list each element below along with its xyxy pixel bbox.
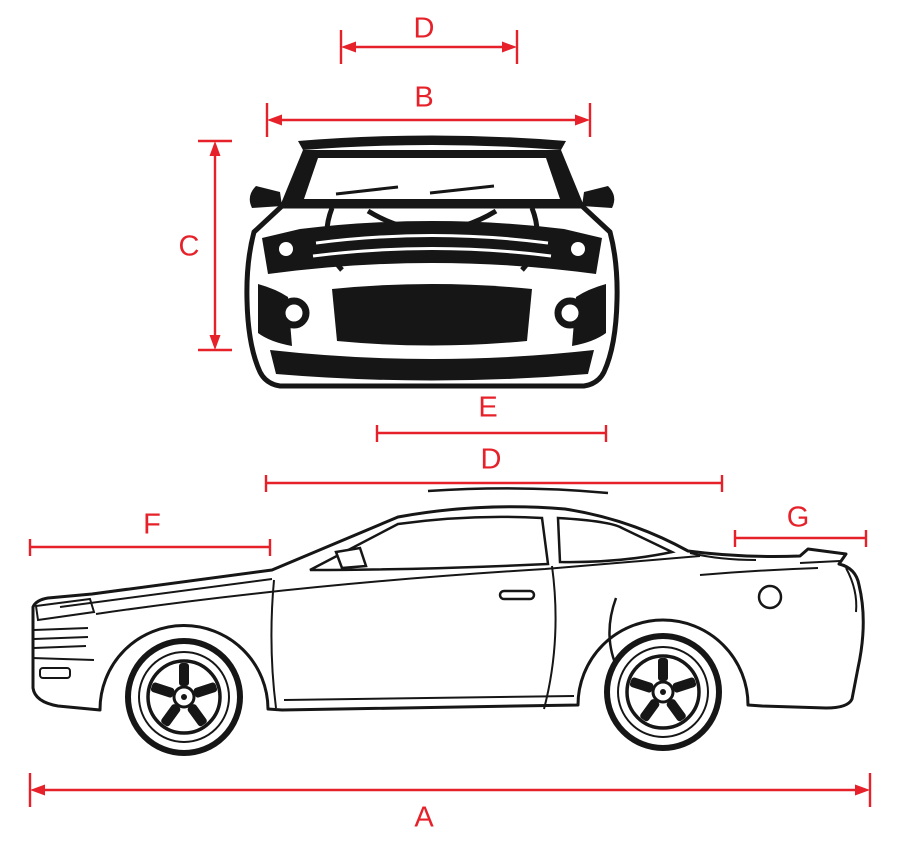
dimension-line-d-top [339,30,519,64]
side-fog-lamp [39,667,71,679]
dimension-line-f [28,539,272,556]
car-side-view [31,487,865,756]
front-grille-slat-1 [315,234,549,245]
front-grille-slat-2 [312,247,552,258]
front-wheel [125,638,243,756]
rear-wheel-spokes [629,658,697,722]
front-mirror-right [582,186,615,208]
side-headlight [34,597,96,622]
dimension-lines [28,30,872,807]
side-fuel-cap [757,584,783,610]
car-front-view [244,135,620,389]
front-fog-lamp-right [554,297,586,329]
arrow-right-icon [502,41,517,53]
dimension-label-g: G [786,501,810,534]
side-fender-seam [270,579,277,709]
side-roof-trim [427,487,609,495]
dimension-label-d-mid: D [480,443,502,476]
front-wipers [335,184,495,196]
side-door-seam [543,565,557,710]
dimension-line-a [28,773,872,807]
dimension-line-g [733,530,868,547]
front-roof [298,135,566,150]
arrow-up-icon [209,141,221,156]
side-window-quarter [556,516,676,564]
arrow-down-icon [209,335,221,350]
side-hood-seam [59,578,273,608]
side-door-handle [498,589,536,601]
dimension-label-f: F [143,508,161,541]
dimension-label-c: C [178,230,200,263]
front-chin-spoiler [270,350,594,381]
front-headlight-left [279,242,293,256]
dimension-line-e [375,425,608,442]
front-wheel-spokes [150,663,218,727]
side-body-outline [31,505,865,712]
dimension-label-a: A [414,801,434,834]
side-rocker-line [283,695,575,701]
side-bumper-line [31,657,95,661]
front-windshield-glass [304,158,560,199]
front-headlight-right [571,242,585,256]
rear-wheel [604,633,722,751]
side-mirror [334,546,368,570]
front-corner-intake-left [258,284,292,346]
dimension-line-d-mid [264,475,724,492]
arrow-left-icon [341,41,356,53]
dimension-line-b [265,103,592,137]
dimension-line-c [198,139,232,352]
front-fog-lamp-left [278,297,310,329]
side-rear-crease [699,567,819,576]
side-trunk-seam [689,552,757,561]
arrow-right-icon [575,114,590,126]
side-spoiler-underline [799,560,841,564]
dimension-label-b: B [414,81,434,114]
arrow-right-icon [855,784,870,796]
side-window-front [309,515,550,572]
dimension-label-e: E [478,391,498,424]
side-grille-slats [33,627,89,649]
side-shoulder-line [95,555,701,615]
dimension-label-d-top: D [413,12,435,45]
front-corner-intake-right [572,284,606,346]
side-taillight-line [845,567,858,613]
front-mirror-left [249,186,282,208]
arrow-left-icon [267,114,282,126]
arrow-left-icon [30,784,45,796]
front-lower-grille [332,284,532,346]
